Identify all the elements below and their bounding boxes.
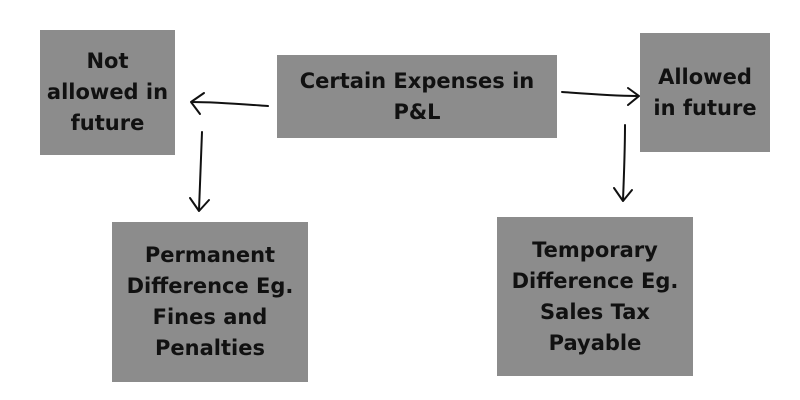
node-label: Allowed in future [653,64,757,120]
arrow-to-permanent [189,131,210,212]
node-allowed: Allowed in future [640,33,770,152]
arrow-to-not-allowed [190,92,269,115]
node-label: Temporary Difference Eg. Sales Tax Payab… [511,237,679,355]
arrow-to-temporary [613,124,633,202]
node-not-allowed: Not allowed in future [40,30,175,155]
node-certain-expenses: Certain Expenses in P&L [277,55,557,138]
node-temporary-difference: Temporary Difference Eg. Sales Tax Payab… [497,217,693,376]
node-label: Not allowed in future [46,49,169,135]
arrow-to-allowed [561,87,640,106]
node-label: Permanent Difference Eg. Fines and Penal… [126,243,294,360]
node-label: Certain Expenses in P&L [299,68,535,124]
node-permanent-difference: Permanent Difference Eg. Fines and Penal… [112,222,308,382]
